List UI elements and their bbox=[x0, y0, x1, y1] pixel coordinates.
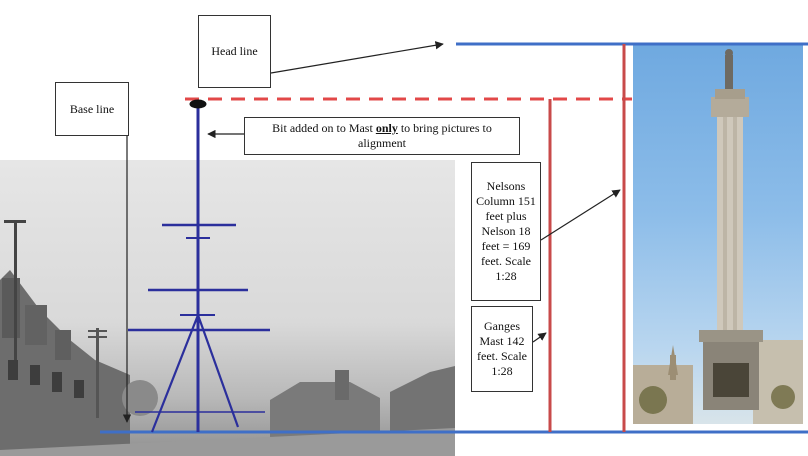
bit-added-suffix: to bring pictures to alignment bbox=[358, 121, 492, 150]
bit-added-label: Bit added on to Mast only to bring pictu… bbox=[253, 121, 511, 151]
ganges-mast-photo bbox=[0, 160, 455, 456]
nelsons-column-note: Nelsons Column 151 feet plus Nelson 18 f… bbox=[476, 179, 536, 283]
head-line-arrow bbox=[270, 41, 444, 74]
ganges-mast-drawing bbox=[128, 99, 270, 433]
head-line-label-box: Head line bbox=[198, 15, 271, 88]
base-line-label: Base line bbox=[69, 101, 115, 116]
ganges-mast-note: Ganges Mast 142 feet. Scale 1:28 bbox=[477, 319, 527, 378]
bit-added-emphasis: only bbox=[375, 121, 398, 135]
ganges-photo-scene bbox=[0, 220, 455, 456]
bit-added-prefix: Bit added on to Mast bbox=[272, 121, 376, 135]
ganges-mast-note-box: Ganges Mast 142 feet. Scale 1:28 bbox=[471, 306, 533, 392]
nelson-arrow bbox=[540, 189, 621, 241]
base-line-label-box: Base line bbox=[55, 82, 129, 136]
nelsons-column-note-box: Nelsons Column 151 feet plus Nelson 18 f… bbox=[471, 162, 541, 301]
bit-added-label-box: Bit added on to Mast only to bring pictu… bbox=[244, 117, 520, 155]
ganges-arrow bbox=[532, 332, 547, 343]
nelsons-column-photo bbox=[633, 45, 803, 424]
nelsons-column-scene bbox=[633, 49, 803, 424]
head-line-label: Head line bbox=[211, 44, 258, 58]
